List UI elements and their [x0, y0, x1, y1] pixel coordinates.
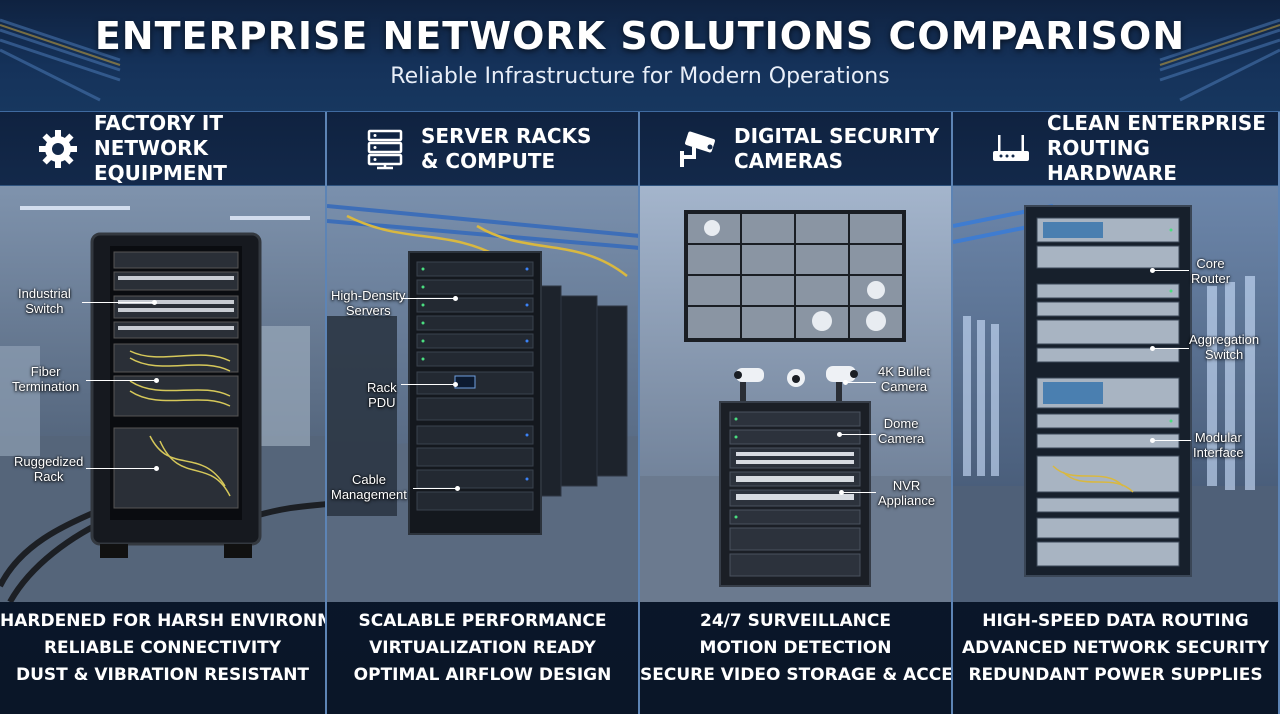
feature-list: HARDENED FOR HARSH ENVIRONMENTS RELIABLE… — [0, 602, 325, 714]
security-camera-illustration — [640, 186, 951, 602]
feature-item: VIRTUALIZATION READY — [369, 638, 596, 658]
callout-core-router: Core Router — [1191, 256, 1231, 286]
panel-title-line: ROUTING HARDWARE — [1047, 136, 1177, 185]
routing-rack-illustration — [953, 186, 1278, 602]
callout-leader — [413, 486, 460, 491]
callout-leader — [1150, 268, 1189, 273]
panel-server-racks: SERVER RACKS & COMPUTE — [327, 112, 640, 714]
ceiling-cables-right — [1159, 18, 1280, 102]
panel-header: DIGITAL SECURITY CAMERAS — [640, 112, 951, 186]
panel-title-line: CLEAN ENTERPRISE — [1047, 112, 1266, 135]
feature-item: OPTIMAL AIRFLOW DESIGN — [353, 665, 612, 685]
callout-leader — [401, 382, 458, 387]
callout-leader — [401, 296, 458, 301]
callout-leader — [86, 466, 159, 471]
panel-title-line: FACTORY IT — [94, 112, 224, 135]
panel-title-line: SERVER RACKS — [421, 123, 592, 148]
panel-security-cameras: DIGITAL SECURITY CAMERAS — [640, 112, 953, 714]
gear-icon — [39, 129, 77, 168]
feature-item: MOTION DETECTION — [699, 638, 892, 658]
panel-title-line: NETWORK EQUIPMENT — [94, 136, 227, 185]
feature-item: HIGH-SPEED DATA ROUTING — [982, 611, 1249, 631]
feature-list: HIGH-SPEED DATA ROUTING ADVANCED NETWORK… — [953, 602, 1278, 714]
panel-title-line: CAMERAS — [734, 148, 844, 173]
callout-modular-interface: Modular Interface — [1193, 430, 1244, 460]
server-rack-illustration — [327, 186, 638, 602]
callout-dome-camera: Dome Camera — [878, 416, 925, 446]
feature-item: REDUNDANT POWER SUPPLIES — [968, 665, 1263, 685]
callout-leader — [1150, 438, 1191, 443]
router-icon — [993, 134, 1029, 161]
callout-leader — [837, 432, 876, 437]
panel-title-line: DIGITAL SECURITY — [734, 123, 940, 148]
feature-list: SCALABLE PERFORMANCE VIRTUALIZATION READ… — [327, 602, 638, 714]
panel-factory-it: FACTORY IT NETWORK EQUIPMENT — [0, 112, 327, 714]
page-header: ENTERPRISE NETWORK SOLUTIONS COMPARISON … — [0, 0, 1280, 112]
panel-title-line: & COMPUTE — [421, 148, 556, 173]
callout-leader — [839, 490, 876, 495]
panel-header: CLEAN ENTERPRISE ROUTING HARDWARE — [953, 112, 1278, 186]
security-camera-icon — [680, 131, 715, 167]
feature-list: 24/7 SURVEILLANCE MOTION DETECTION SECUR… — [640, 602, 951, 714]
feature-item: DUST & VIBRATION RESISTANT — [15, 665, 310, 685]
ceiling-cables-left — [0, 18, 121, 102]
feature-item: SCALABLE PERFORMANCE — [358, 611, 607, 631]
callout-4k-bullet-camera: 4K Bullet Camera — [878, 364, 931, 394]
feature-item: 24/7 SURVEILLANCE — [700, 611, 891, 631]
callout-cable-management: Cable Management — [331, 472, 407, 502]
page-subtitle: Reliable Infrastructure for Modern Opera… — [390, 64, 890, 89]
callout-leader — [82, 300, 157, 305]
callout-high-density-servers: High-Density Servers — [331, 288, 406, 318]
feature-item: ADVANCED NETWORK SECURITY — [961, 638, 1270, 658]
panel-header: SERVER RACKS & COMPUTE — [327, 112, 638, 186]
callout-rack-pdu: Rack PDU — [367, 380, 397, 410]
server-stack-icon — [367, 129, 403, 169]
callout-ruggedized-rack: Ruggedized Rack — [14, 454, 84, 484]
callout-leader — [843, 380, 876, 385]
page-title: ENTERPRISE NETWORK SOLUTIONS COMPARISON — [94, 14, 1186, 58]
callout-industrial-switch: Industrial Switch — [18, 286, 71, 316]
callout-aggregation-switch: Aggregation Switch — [1189, 332, 1260, 362]
callout-fiber-termination: Fiber Termination — [12, 364, 80, 394]
callout-leader — [86, 378, 159, 383]
feature-item: RELIABLE CONNECTIVITY — [43, 638, 282, 658]
callout-leader — [1150, 346, 1189, 351]
panel-header: FACTORY IT NETWORK EQUIPMENT — [0, 112, 325, 186]
factory-rack-illustration — [0, 186, 325, 602]
panel-routing-hardware: CLEAN ENTERPRISE ROUTING HARDWARE — [953, 112, 1280, 714]
feature-item: HARDENED FOR HARSH ENVIRONMENTS — [0, 611, 325, 631]
feature-item: SECURE VIDEO STORAGE & ACCESS — [640, 665, 953, 685]
callout-nvr-appliance: NVR Appliance — [878, 478, 936, 508]
